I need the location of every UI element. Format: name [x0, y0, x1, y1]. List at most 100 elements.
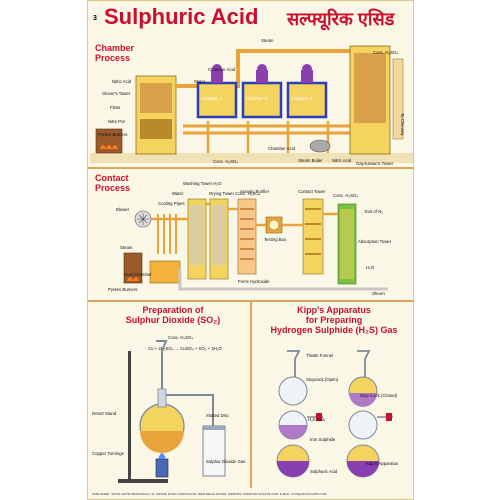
label-drying-tower: Drying Tower Conc. H₂SO₄ [209, 191, 261, 196]
publisher-footer: PUBLISHER : VIDYA CHITR PRAKASHAN, 41, A… [92, 492, 327, 496]
flask-liquid [140, 431, 184, 453]
chimney-pipe [392, 58, 404, 140]
dust-chamber [149, 260, 181, 284]
kipps-right [346, 350, 393, 478]
purifier-shelves [240, 208, 254, 260]
label-slotted-disc: Slotted Disc [206, 413, 229, 418]
steam-boiler [309, 139, 331, 153]
bunsen-burner [155, 458, 169, 478]
kipps-heading: Kipp's Apparatus for Preparing Hydrogen … [270, 305, 398, 335]
washing-packing [190, 205, 204, 265]
chamber-heading: Chamber Process [95, 43, 135, 63]
sulphuric-acid-chart: 3 Sulphuric Acid सल्फ्यूरिक एसिड Chamber… [87, 0, 414, 500]
label-steam-top: Steam [261, 38, 274, 43]
label-washing-tower: Washing Tower H₂O [183, 181, 222, 186]
kipps-left [276, 350, 323, 478]
label-oleum: Oleum [372, 291, 385, 296]
label-conc-h2so4-bottom: Conc. H₂SO₄ [213, 159, 239, 164]
label-nitre-pot: Nitre Pot [108, 119, 125, 124]
label-iron-sulphide: Iron Sulphide [310, 437, 336, 442]
chart-title: 3 Sulphuric Acid सल्फ्यूरिक एसिड [90, 3, 413, 31]
vertical-drains [206, 121, 330, 153]
retort-stand-rod [128, 351, 131, 481]
drying-packing [212, 205, 226, 265]
blower-blades [137, 213, 149, 225]
glovers-packing [140, 83, 172, 113]
contact-process-diagram [123, 198, 388, 291]
label-pyrites-burners: Pyrites Burners [98, 132, 128, 137]
absorption-packing [340, 209, 354, 279]
thistle-funnel [156, 340, 168, 401]
label-to-chimney: To Chimney [400, 113, 405, 136]
label-kipps-apparatus: Kipp's Apparatus [366, 461, 399, 466]
label-water: Water [194, 79, 206, 84]
label-steam: Steam [120, 245, 133, 250]
contact-pipes [151, 202, 338, 227]
label-arsenic-purifier: Arsenic Purifier [240, 189, 270, 194]
label-chamber-3: Chamber 3 [291, 96, 313, 101]
divider-contact-bottom [88, 300, 413, 302]
label-nitric-acid-bottom: Nitric Acid [332, 158, 352, 163]
label-chamber-acid-top: Chamber Acid [208, 67, 235, 72]
so2-equation: Cu + 2H₂SO₄ → CuSO₄ + SO₂ + 2H₂O [148, 346, 222, 351]
label-nitric-acid: Nitric Acid [112, 79, 132, 84]
return-pipe [178, 269, 388, 291]
flints-packing [140, 119, 172, 139]
label-glovers-tower: Glover's Tower [102, 91, 131, 96]
label-sulphur-dioxide-gas: Sulphur Dioxide Gas [206, 459, 246, 464]
gay-lussac-packing [354, 53, 386, 123]
label-steam-boiler: Steam Boiler [298, 158, 323, 163]
contact-heading: Contact Process [95, 173, 131, 193]
label-pyrites-burners: Pyrites Burners [108, 287, 138, 292]
title-hindi: सल्फ्यूरिक एसिड [287, 9, 395, 29]
flask-neck [157, 388, 167, 408]
burner-flame [127, 277, 139, 281]
label-gay-lussacs-tower: Gay-lussac's Tower [356, 161, 394, 166]
label-so2-conc-h2so4: Conc. H₂SO₄ [168, 335, 194, 340]
label-chamber-2: Chamber 2 [246, 96, 268, 101]
label-stopcock-open: Stopcock (Open) [306, 377, 339, 382]
label-ferric-hydroxide: Ferric Hydroxide [238, 279, 270, 284]
label-conc-h2so4-top: Conc. H₂SO₄ [373, 50, 399, 55]
label-cooling-pipes: Cooling Pipes [158, 201, 185, 206]
gas-jar [202, 425, 226, 477]
divider-vertical [250, 302, 252, 488]
arsenic-purifier [237, 198, 257, 275]
so2-heading: Preparation of Sulphur Dioxide (SO₂) [125, 305, 221, 325]
chamber-process-diagram [90, 45, 413, 163]
label-h2o: H₂O [366, 265, 375, 270]
burner-flame [158, 453, 166, 459]
cooling-pipes [157, 214, 177, 254]
label-sulphuric-acid: Sulphuric Acid [310, 469, 338, 474]
label-dust-chamber: Dust Chamber [124, 272, 152, 277]
burner-flames [100, 145, 118, 149]
ground [90, 153, 413, 163]
page-number: 3 [93, 15, 97, 22]
testing-box-window [268, 219, 280, 231]
label-exit-n2: Exit of N₂ [365, 209, 383, 214]
label-chamber-1: Chamber 1 [201, 96, 223, 101]
slotted-disc [203, 426, 225, 430]
label-testing-box: Testing Box [264, 237, 287, 242]
label-stop-cock-closed: Stop Cock (Closed) [360, 393, 398, 398]
label-h2s-gas: H₂S Gas [308, 417, 325, 422]
label-water: Water [172, 191, 184, 196]
label-retort-stand: Retort Stand [92, 411, 117, 416]
label-copper-turnings: Copper Turnings [92, 451, 124, 456]
label-absorption-tower: Absorption Tower [358, 239, 392, 244]
label-blower: Blower [116, 207, 130, 212]
lead-chambers [196, 64, 328, 119]
label-contact-tower: Contact Tower [298, 189, 326, 194]
title-english: Sulphuric Acid [104, 4, 259, 29]
divider-chamber-contact [88, 167, 413, 169]
label-chamber-acid-bottom: Chamber Acid [268, 146, 295, 151]
kipps-apparatus [276, 350, 393, 478]
so2-apparatus [118, 340, 226, 483]
pyrites-burner [123, 252, 143, 284]
label-thistle-funnel: Thistle Funnel [306, 353, 333, 358]
label-flints: Flints [110, 105, 121, 110]
contact-tower-catalyst [305, 208, 321, 255]
label-conc-h2so4: Conc. H₂SO₄ [333, 193, 359, 198]
contact-tower [302, 198, 324, 275]
retort-stand-base [118, 479, 168, 483]
